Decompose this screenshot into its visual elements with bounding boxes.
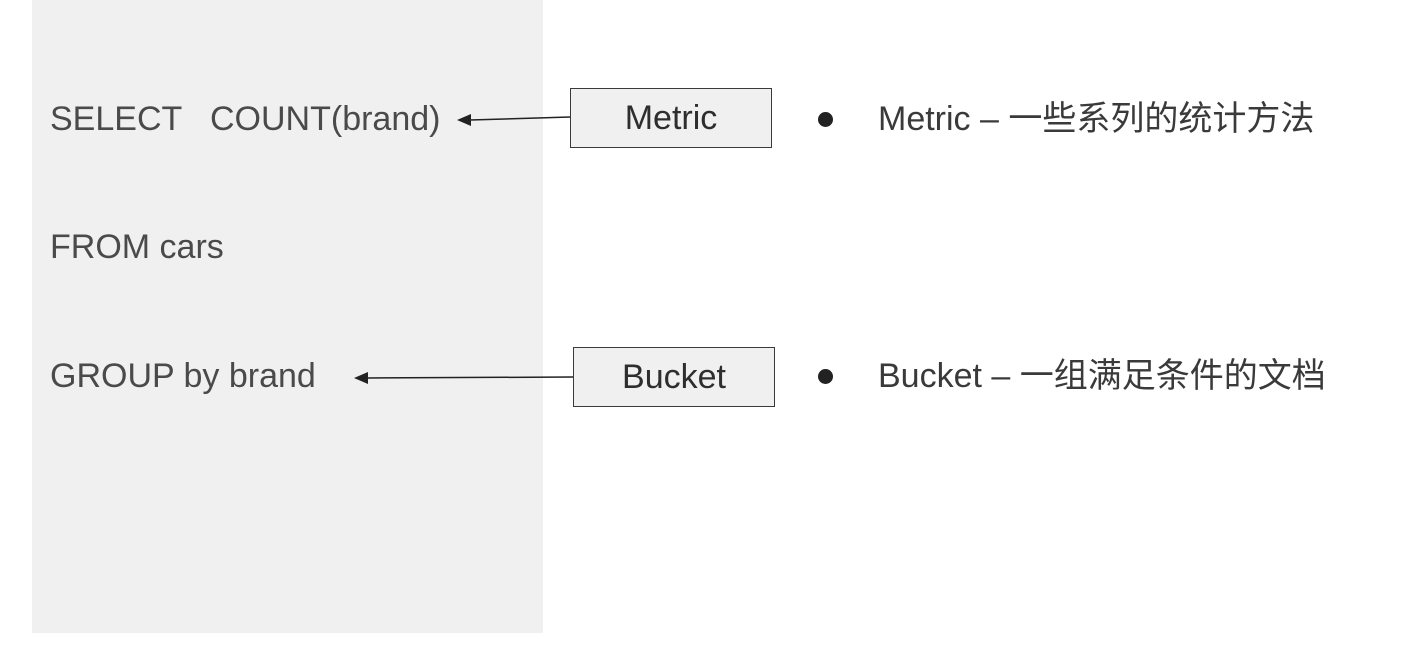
bullet-bucket-text: Bucket – 一组满足条件的文档 (878, 357, 1326, 395)
metric-box: Metric (570, 88, 772, 148)
sql-panel (32, 0, 543, 633)
sql-group-line: GROUP by brand (50, 357, 316, 395)
bullet-metric: Metric – 一些系列的统计方法 (818, 99, 1314, 139)
metric-box-label: Metric (624, 99, 718, 137)
bucket-box: Bucket (573, 347, 775, 407)
bullet-bucket: Bucket – 一组满足条件的文档 (818, 356, 1326, 396)
bullet-dot-icon (818, 111, 833, 127)
sql-from-line: FROM cars (50, 228, 224, 266)
bullet-dot-icon (818, 368, 833, 384)
bullet-metric-text: Metric – 一些系列的统计方法 (878, 100, 1315, 138)
sql-select-line: SELECT COUNT(brand) (50, 100, 441, 138)
bucket-box-label: Bucket (622, 358, 726, 396)
